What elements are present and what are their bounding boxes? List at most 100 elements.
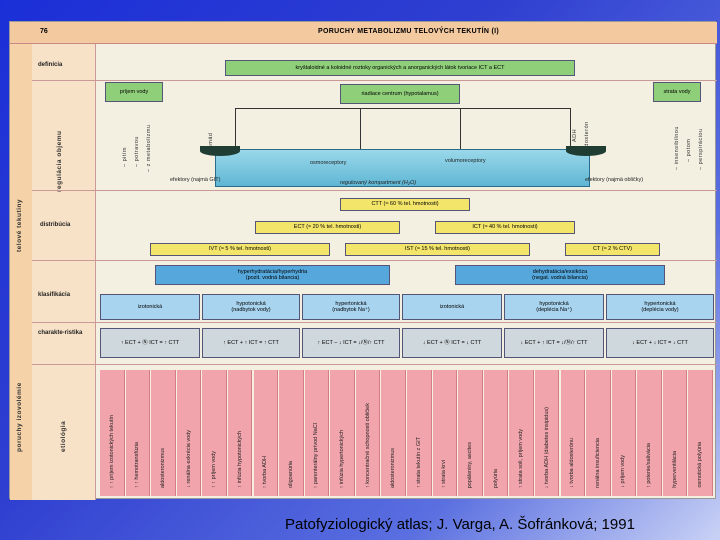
etiology-cause: oligoanúria	[279, 370, 304, 496]
etiology-cause-label: polyúria	[492, 468, 499, 488]
separator	[32, 322, 717, 323]
characteristic-box: ↓ ECT + ↓ ICT = ↓ CTT	[606, 328, 714, 358]
page-header: 76 PORUCHY METABOLIZMU TELOVÝCH TEKUTÍN …	[10, 22, 717, 44]
etiology-cause: renálna insuficiencia	[586, 370, 611, 496]
type-sub: (deplécia Na⁺)	[536, 307, 572, 313]
signal-line	[235, 108, 570, 109]
etiology-cause-label: renálna insuficiencia	[594, 438, 601, 488]
type-box: hypertonická(nadbytok Na⁺)	[302, 294, 400, 320]
hyperhydration-label: hyperhydratácia/hyperhydria	[237, 268, 308, 275]
left-effector-valve	[200, 146, 240, 156]
effectors-right-label: efektory (najmä obličky)	[585, 177, 644, 183]
etiology-cause: ↑ strata tekutín z GIT	[407, 370, 432, 496]
etiology-cause-label: ↑ potenie/salivácia	[646, 443, 653, 488]
etiology-cause-label: ↑ koncentračné schopnosti obličiek	[364, 403, 371, 488]
hyperhydration-sub: (pozit. vodná bilancia)	[245, 275, 300, 281]
etiology-cause-label: ↑ parenterálny prívod NaCl	[313, 422, 320, 488]
side-column	[10, 44, 32, 500]
loss-item-perspiration: – perspiráciou	[698, 128, 704, 170]
regulacia-label: regulácia objemu	[56, 130, 63, 192]
type-box: hypotonická(nadbytok vody)	[202, 294, 300, 320]
etiology-cause: ↑ strata soli, príjem vody	[509, 370, 534, 496]
intake-item-metabolism: – z metabolizmu	[146, 124, 152, 172]
dehydration-label: dehydratácia/exsikóza	[532, 268, 588, 275]
volumoreceptors-label: volumoreceptory	[445, 158, 486, 164]
control-center-label: riadiace centrum	[361, 90, 403, 97]
etiology-cause: ↓ tvorba aldosterónu	[560, 370, 586, 496]
poruchy-izovolemie-label: poruchy izovolémie	[16, 382, 23, 452]
etiology-cause: hyperventilácia	[662, 370, 688, 496]
etiology-cause: polyúria	[483, 370, 509, 496]
ct-box: CT (≈ 2 % CTV)	[565, 243, 660, 256]
etiology-cause-label: hyperventilácia	[671, 451, 678, 488]
characteristic-box: ↑ ECT + ↑ ICT = ↑ CTT	[202, 328, 300, 358]
etiology-cause-label: ↑ ↑ príjem izotonických tekutín	[108, 414, 115, 488]
ect-box: ECT (≈ 20 % tel. hmotnosti)	[255, 221, 400, 234]
type-box: izotonická	[402, 294, 502, 320]
characteristic-box: ↓ ECT + Ⓝ ICT = ↓ CTT	[402, 328, 502, 358]
type-name: izotonická	[137, 303, 163, 310]
etiology-cause: ↑ strata krvi	[432, 370, 458, 496]
etiology-cause-label: osmotická polyúria	[697, 442, 704, 488]
signal-line	[570, 108, 571, 150]
separator	[32, 80, 717, 81]
etiology-cause: ↑ ↑ hemotransfúzia	[125, 370, 151, 496]
etiology-cause: osmotická polyúria	[688, 370, 713, 496]
etiology-cause-label: ↑ strata soli, príjem vody	[518, 428, 525, 488]
osmoreceptors-label: osmoreceptory	[310, 160, 347, 166]
type-name: hypertonická	[335, 300, 367, 307]
etiology-cause: ↑ tvorba ADH	[253, 370, 279, 496]
etiology-cause-label: ↑ strata tekutín z GIT	[415, 436, 422, 488]
ivt-box: IVT (≈ 5 % tel. hmotnosti)	[150, 243, 330, 256]
etiology-cause-label: ↑ infúzia hypotonických	[236, 431, 243, 488]
etiology-cause: ↓ tvorba ADH (diabetes insipidus)	[534, 370, 560, 496]
type-sub: (nadbytok vody)	[231, 307, 271, 313]
etiology-cause: ↓ renálna exkrécia vody	[176, 370, 202, 496]
telove-tekutiny-label: telové tekutiny	[16, 198, 23, 252]
ctt-box: CTT (≈ 60 % tel. hmotnosti)	[340, 198, 470, 211]
etiology-cause-label: oligoanúria	[287, 461, 294, 488]
type-name: hypotonická	[539, 300, 569, 307]
etiology-cause-label: aldosteronizmus	[159, 447, 166, 488]
type-sub: (nadbytok Na⁺)	[332, 307, 370, 313]
control-center-sub: (hypotalamus)	[403, 90, 439, 97]
loss-title: strata vody	[653, 82, 701, 102]
klasifikacia-label: klasifikácia	[38, 292, 71, 298]
charakteristika-label: charakte-ristika	[38, 330, 83, 336]
type-name: hypotonická	[236, 300, 266, 307]
distribucia-label: distribúcia	[40, 222, 71, 228]
ist-box: IST (≈ 15 % tel. hmotnosti)	[345, 243, 530, 256]
separator	[32, 260, 717, 261]
intake-item-drink: – pitím	[122, 146, 128, 167]
signal-line	[360, 108, 361, 158]
characteristic-box: ↓ ECT + ↑ ICT = ↓/Ⓝ/↑ CTT	[504, 328, 604, 358]
signal-line	[460, 108, 461, 153]
water-compartment	[215, 149, 590, 187]
etiology-cause-label: ↑ ↑ hemotransfúzia	[134, 441, 141, 488]
type-box: izotonická	[100, 294, 200, 320]
definicia-label: definícia	[38, 62, 63, 68]
etiology-cause: ↓ príjem vody	[611, 370, 637, 496]
etiology-cause-label: ↓ tvorba aldosterónu	[569, 438, 576, 488]
etiologia-label: etiológia	[60, 420, 67, 452]
page-number: 76	[40, 28, 48, 35]
etiology-cause: ↑ potenie/salivácia	[637, 370, 662, 496]
type-name: hypertonická	[644, 300, 676, 307]
characteristic-box: ↑ ECT – ↓ ICT = ↓/Ⓝ/↑ CTT	[302, 328, 400, 358]
etiology-cause: ↑ ↑ príjem vody	[202, 370, 227, 496]
etiology-cause-label: ↓ renálna exkrécia vody	[185, 430, 192, 488]
intake-item-food: – potravou	[134, 136, 140, 167]
etiology-cause-label: popáleniny, ascites	[466, 441, 473, 488]
type-box: hypotonická(deplécia Na⁺)	[504, 294, 604, 320]
loss-item-sweat: – potom	[686, 138, 692, 162]
right-effector-valve	[566, 146, 606, 156]
etiology-cause: ↑ infúzia hypotonických	[227, 370, 253, 496]
etiology-cause-label: ↓ tvorba ADH (diabetes insipidus)	[543, 406, 550, 488]
definition-box: kryštaloidné a koloidné roztoky organick…	[225, 60, 575, 76]
etiology-cause: popáleniny, ascites	[458, 370, 483, 496]
etiology-cause: aldosteronizmus	[151, 370, 176, 496]
characteristic-box: ↑ ECT + Ⓝ ICT = ↑ CTT	[100, 328, 200, 358]
etiology-cause-label: ↑ ↑ príjem vody	[211, 451, 218, 488]
etiology-cause-label: ↓ príjem vody	[620, 455, 627, 488]
intake-title: príjem vody	[105, 82, 163, 102]
